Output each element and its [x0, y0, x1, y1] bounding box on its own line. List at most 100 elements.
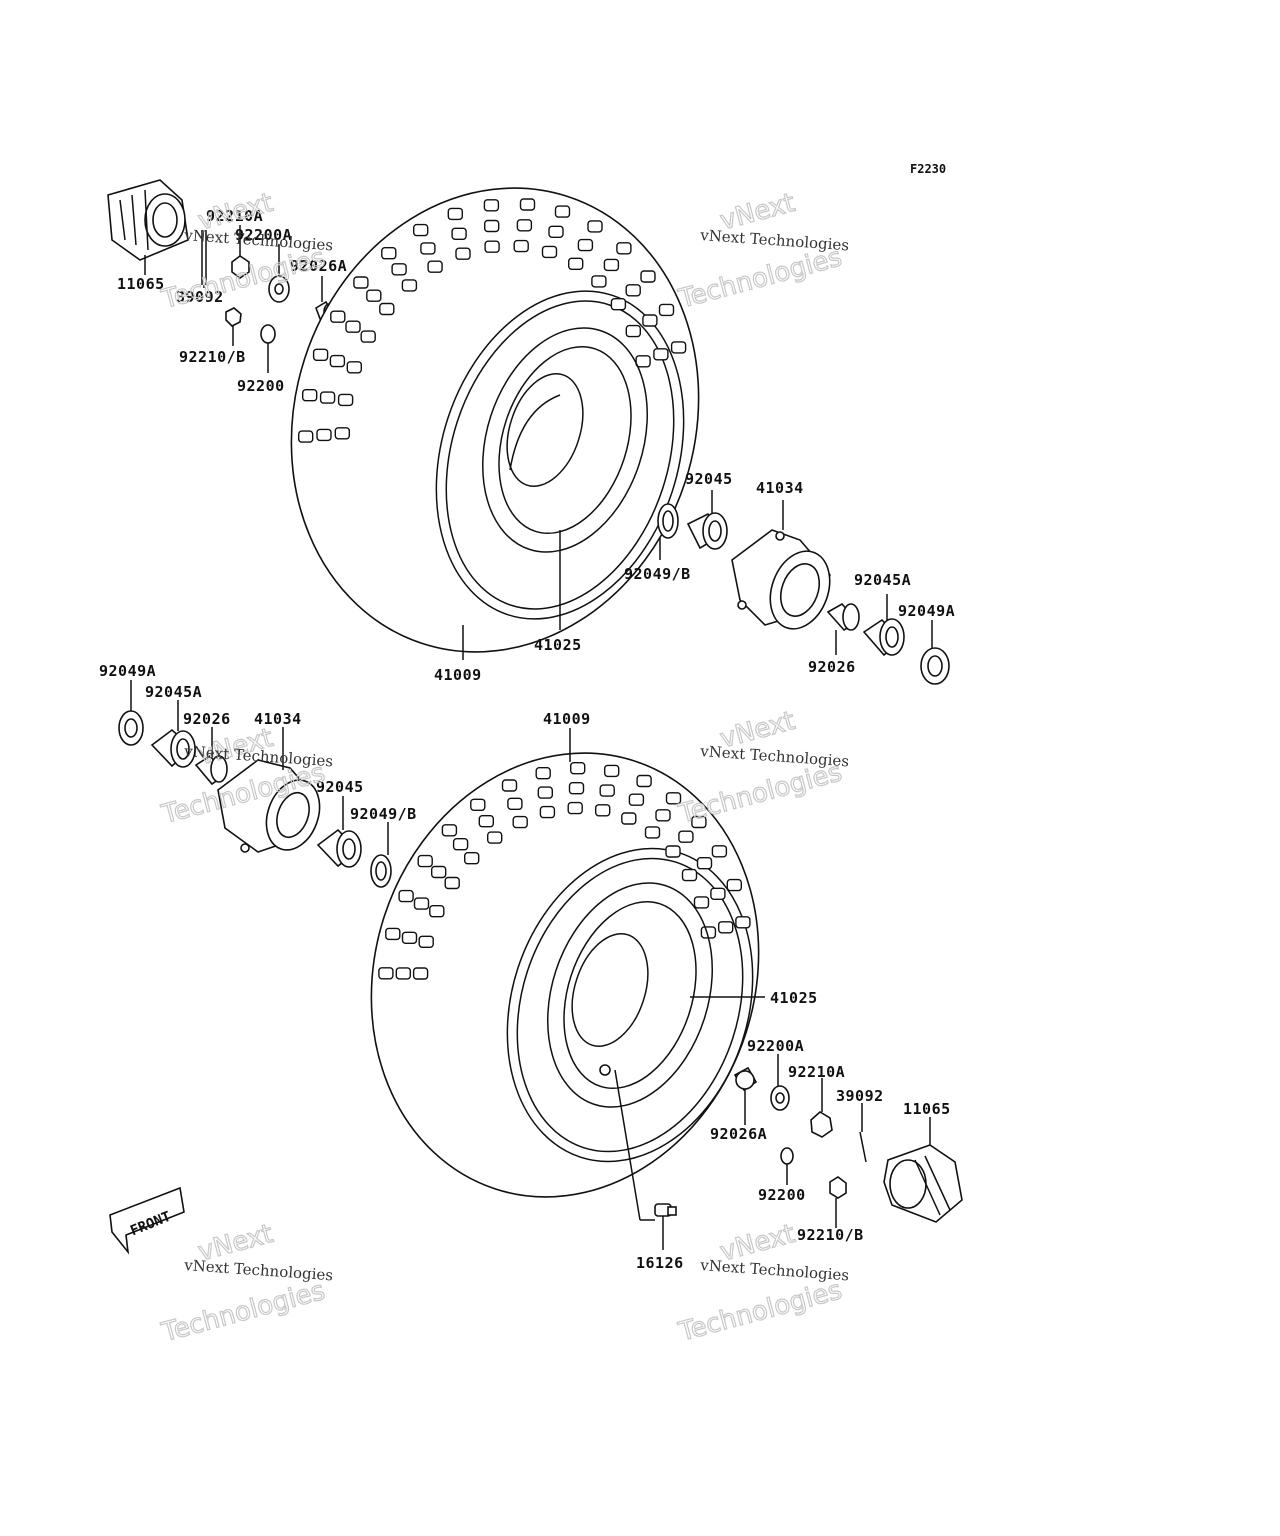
tread-block: [512, 815, 528, 829]
label-92200: 92200: [237, 377, 285, 395]
tread-block: [345, 320, 361, 333]
tread-block: [599, 784, 615, 797]
spacer-large-part: [194, 754, 228, 786]
seal-outer-part: [118, 710, 144, 746]
label-92210B: 92210/B: [797, 1226, 864, 1244]
bearing-outer-part: [150, 728, 196, 768]
tread-block: [478, 815, 494, 828]
tread-block: [625, 324, 641, 338]
bearing-outer-part: [862, 618, 905, 657]
hub-cap-part: [883, 1144, 963, 1223]
tread-block: [587, 220, 603, 233]
watermark: vNext vNext Technologies Technologies: [157, 187, 333, 316]
tread-block: [501, 779, 518, 792]
washer-part: [268, 275, 290, 303]
label-41025: 41025: [770, 989, 818, 1007]
tread-block: [353, 276, 369, 289]
tread-block: [441, 824, 458, 837]
front-arrow: FRONT: [109, 1186, 185, 1255]
valve-stem-part: [654, 1203, 677, 1217]
tread-block: [334, 427, 350, 440]
tread-block: [591, 275, 607, 288]
tread-block: [366, 289, 382, 302]
tread-block: [413, 223, 429, 237]
cotter-pin-part: [859, 1131, 867, 1163]
tread-block: [412, 967, 429, 980]
tread-block: [665, 845, 681, 858]
tread-block: [312, 348, 329, 361]
label-92045A: 92045A: [854, 571, 911, 589]
label-41034: 41034: [254, 710, 302, 728]
label-16126: 16126: [636, 1254, 684, 1272]
tread-block: [413, 897, 430, 910]
svg-text:Technologies: Technologies: [675, 757, 845, 829]
tread-block: [379, 302, 395, 316]
label-41009: 41009: [434, 666, 482, 684]
tread-block: [452, 838, 469, 851]
tread-block: [483, 199, 500, 212]
label-41009: 41009: [543, 710, 591, 728]
seal-part: [370, 854, 392, 888]
seal-outer-part: [920, 647, 950, 685]
svg-text:Technologies: Technologies: [675, 1275, 845, 1347]
tread-block: [670, 341, 687, 354]
hub-cap-part: [107, 179, 189, 261]
tread-pattern: [298, 198, 687, 443]
label-11065: 11065: [117, 275, 165, 293]
tread-block: [464, 852, 480, 865]
label-92026: 92026: [183, 710, 231, 728]
svg-text:Technologies: Technologies: [158, 243, 328, 315]
tread-block: [570, 762, 586, 775]
label-92210B: 92210/B: [179, 348, 246, 366]
tread-block: [395, 967, 411, 980]
tread-block: [735, 916, 751, 929]
label-92200A: 92200A: [747, 1037, 804, 1055]
label-92026A: 92026A: [710, 1125, 767, 1143]
tread-block: [337, 393, 354, 407]
tread-block: [710, 887, 726, 900]
tread-block: [577, 238, 594, 252]
label-92045: 92045: [685, 470, 733, 488]
spacer-part: [733, 1066, 758, 1092]
label-92049A: 92049A: [898, 602, 955, 620]
label-39092: 39092: [176, 288, 224, 306]
tread-block: [610, 298, 627, 311]
leader-lines: [130, 680, 931, 1250]
tread-block: [360, 330, 376, 343]
tread-block: [640, 270, 656, 283]
tread-block: [484, 219, 500, 233]
tread-block: [693, 896, 710, 909]
tread-block: [417, 854, 433, 868]
label-41034: 41034: [756, 479, 804, 497]
tread-block: [621, 812, 637, 825]
diagram-code: F2230: [910, 162, 946, 176]
tread-block: [548, 225, 564, 239]
tread-block: [655, 809, 671, 822]
tread-block: [711, 845, 728, 858]
label-92045A: 92045A: [145, 683, 202, 701]
label-41025: 41025: [534, 636, 582, 654]
tread-block: [455, 247, 471, 260]
tread-block: [385, 927, 401, 941]
label-92210A: 92210A: [206, 207, 263, 225]
tread-block: [487, 831, 503, 844]
tread-block: [541, 245, 558, 259]
hub-part: [731, 529, 831, 630]
rim-part: [546, 882, 714, 1108]
label-92045: 92045: [316, 778, 364, 796]
svg-text:Technologies: Technologies: [158, 1276, 328, 1348]
castle-nut-part: [810, 1111, 833, 1138]
tread-block: [451, 227, 467, 241]
watermark: vNext vNext Technologies Technologies: [674, 705, 849, 830]
label-39092: 39092: [836, 1087, 884, 1105]
label-92210A: 92210A: [788, 1063, 845, 1081]
tread-block: [616, 242, 632, 255]
tread-block: [420, 242, 436, 255]
nut-part: [829, 1176, 847, 1199]
tread-block: [604, 764, 620, 778]
tread-block: [603, 258, 620, 272]
label-11065: 11065: [903, 1100, 951, 1118]
lower-wheel-assembly: 92049A 92045A 92026 41034 92045 92049/B …: [99, 662, 963, 1272]
tread-block: [718, 921, 734, 934]
